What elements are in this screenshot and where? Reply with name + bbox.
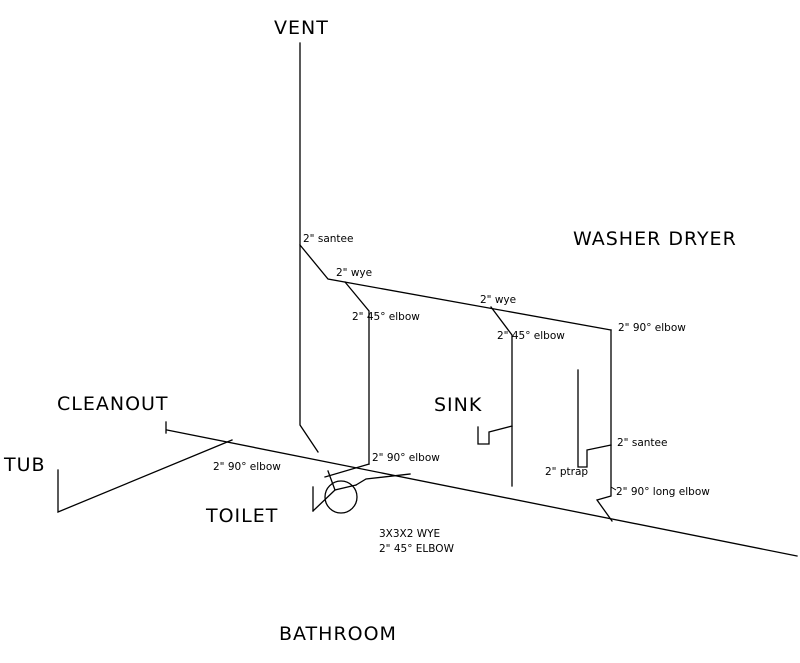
washer-dryer-label: WASHER DRYER (573, 228, 737, 250)
fitting-label-santee-washer: 2" santee (617, 437, 667, 449)
fitting-label-45-elbow-toilet: 2" 45° ELBOW (379, 543, 455, 555)
fitting-label-90-elbow-washer: 2" 90° elbow (618, 322, 686, 334)
fitting-label-wye-2: 2" wye (480, 294, 516, 306)
sink-trap (477, 425, 513, 445)
tub-drain (57, 439, 233, 513)
tub-label: TUB (3, 454, 46, 476)
toilet-label: TOILET (205, 505, 278, 527)
sink-label: SINK (434, 394, 482, 416)
main-drain-line (166, 429, 798, 557)
branch-drop-1 (344, 281, 370, 465)
toilet-flange-line (312, 484, 357, 512)
fitting-label-3x3x2-wye: 3X3X2 WYE (379, 528, 440, 540)
toilet-branch-1 (324, 463, 370, 478)
washer-drop (595, 329, 613, 522)
toilet-flange-circle (324, 480, 358, 514)
washer-standpipe (577, 369, 612, 468)
toilet-elbow-line (355, 473, 411, 486)
branch-drop-2 (490, 306, 513, 487)
fitting-label-wye-1: 2" wye (336, 267, 372, 279)
fitting-label-45-elbow-1: 2" 45° elbow (352, 311, 420, 323)
fitting-label-90-elbow-toilet-left: 2" 90° elbow (213, 461, 281, 473)
fitting-label-90-elbow-toilet-right: 2" 90° elbow (372, 452, 440, 464)
vent-label: VENT (274, 17, 329, 39)
long-elbow-leader (610, 486, 617, 491)
toilet-branch-2 (327, 470, 336, 491)
bathroom-label: BATHROOM (279, 623, 397, 645)
upper-branch-line (299, 244, 612, 331)
fitting-label-45-elbow-2: 2" 45° elbow (497, 330, 565, 342)
fitting-label-long-elbow: 2" 90° long elbow (616, 486, 710, 498)
cleanout-label: CLEANOUT (57, 393, 169, 415)
vent-stack (299, 42, 319, 453)
fitting-label-ptrap-washer: 2" ptrap (545, 466, 588, 478)
fitting-label-santee-vent: 2" santee (303, 233, 353, 245)
